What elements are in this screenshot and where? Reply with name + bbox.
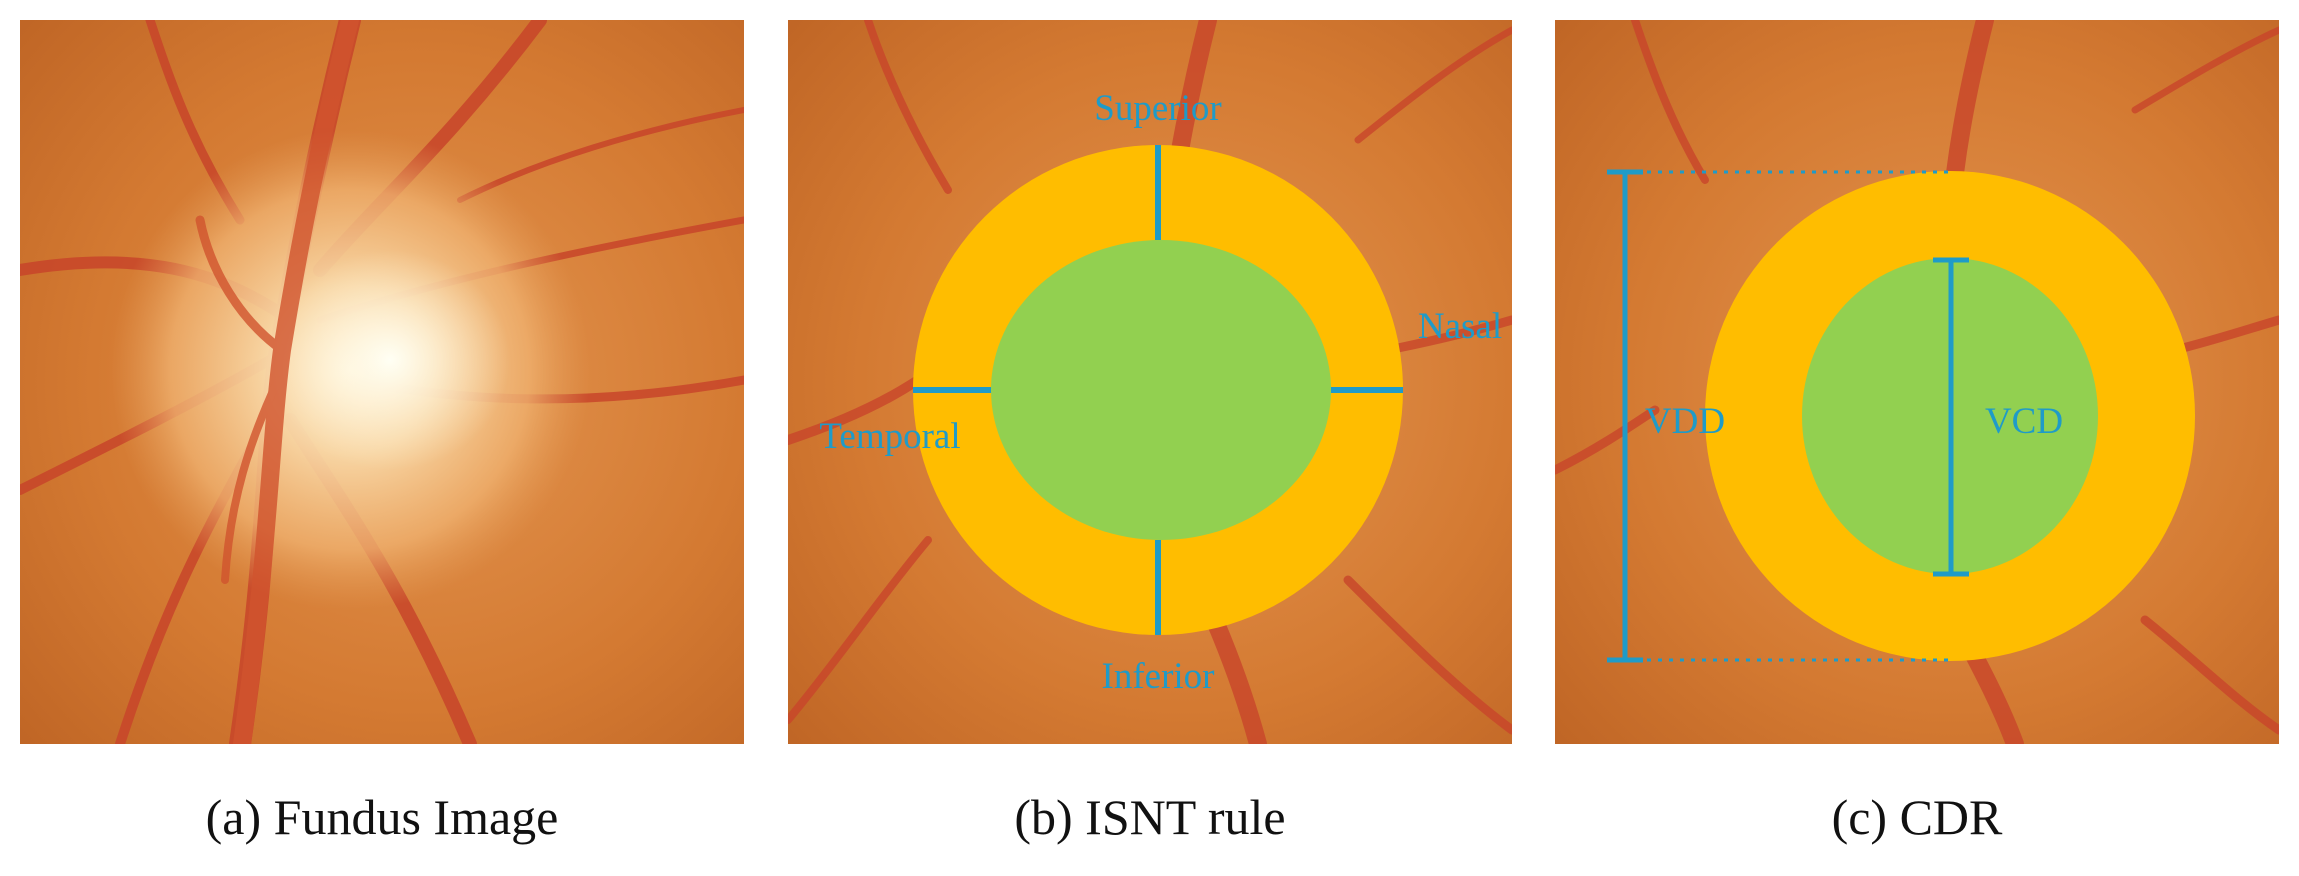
optic-cup [991,240,1331,540]
vcd-label: VCD [1985,401,2063,442]
fundus-image [20,20,744,744]
isnt-diagram: Superior Inferior Nasal Temporal [788,20,1512,744]
isnt-division-lines [913,145,1403,635]
cdr-diagram: VDD VCD [1555,20,2279,744]
cdr-panel: VDD VCD [1555,20,2279,744]
caption-isnt-rule: (b) ISNT rule [1014,789,1286,845]
fundus-image-panel [20,20,744,744]
isnt-rule-panel: Superior Inferior Nasal Temporal [788,20,1512,744]
caption-cdr: (c) CDR [1831,789,2003,845]
caption-fundus-image: (a) Fundus Image [205,789,559,845]
nasal-label: Nasal [1418,306,1502,347]
vcd-measure-line [1933,257,1969,577]
temporal-label: Temporal [819,416,960,457]
superior-label: Superior [1094,88,1221,129]
vdd-measure-line [1607,169,1643,663]
vdd-label: VDD [1645,401,1725,442]
inferior-label: Inferior [1102,656,1215,697]
